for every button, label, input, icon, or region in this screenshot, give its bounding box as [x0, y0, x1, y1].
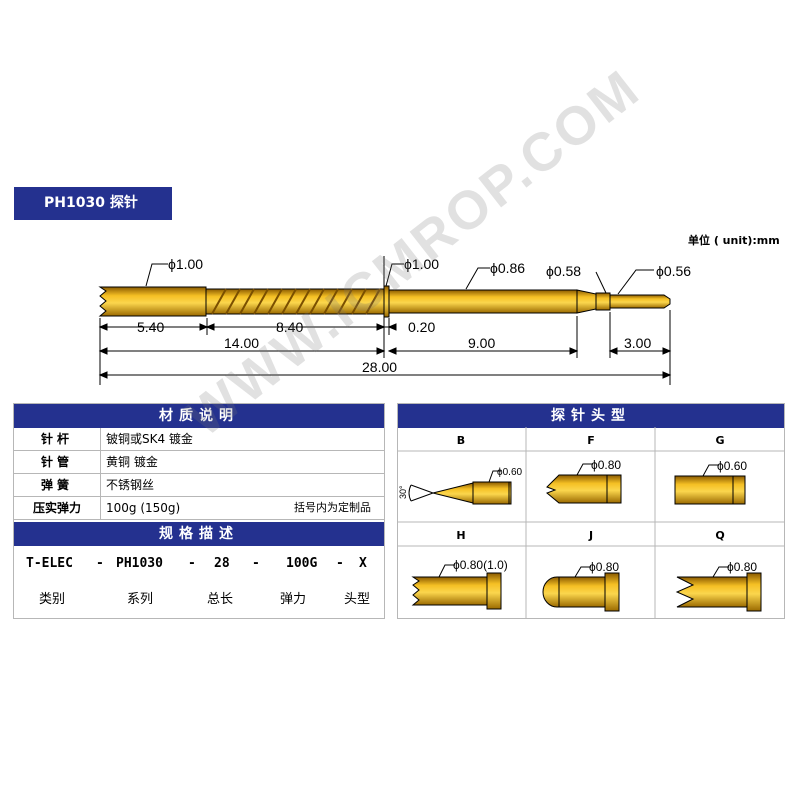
probe-tail — [98, 286, 207, 317]
spec-code-row: T-ELEC - PH1030 - 28 - 100G - X — [14, 556, 384, 576]
spec-caption: 弹力 — [280, 592, 307, 607]
tip-b-dim: ϕ0.60 — [497, 467, 523, 478]
material-note: 括号内为定制品 — [294, 501, 371, 514]
tip-label-h: H — [456, 529, 466, 542]
spec-code-series: PH1030 — [116, 556, 163, 571]
dim-8-40: 8.40 — [276, 319, 303, 335]
material-key: 针管 — [14, 451, 101, 473]
tips-drawing: 30° ϕ0.60 ϕ0.80 ϕ0.60 ϕ0.80(1.0) ϕ0.80 ϕ… — [397, 427, 785, 619]
dim-9-00: 9.00 — [468, 335, 495, 351]
material-panel: 材质说明 针杆 铍铜或SK4 镀金 针管 黄铜 镀金 弹簧 不锈钢丝 压实弹力 … — [13, 403, 385, 619]
dim-28-00: 28.00 — [362, 359, 397, 375]
tip-label-q: Q — [715, 529, 725, 542]
material-key: 弹簧 — [14, 474, 101, 496]
spec-caption: 类别 — [39, 592, 66, 607]
material-row: 弹簧 不锈钢丝 — [14, 474, 384, 497]
probe-drawing: ϕ1.00 ϕ1.00 ϕ0.86 ϕ0.58 ϕ0.56 5.40 8.40 … — [98, 256, 691, 385]
tip-j-dim: ϕ0.80 — [589, 560, 619, 574]
tip-h-dim: ϕ0.80(1.0) — [453, 558, 508, 572]
tips-title: 探针头型 — [398, 404, 784, 428]
material-row: 针管 黄铜 镀金 — [14, 451, 384, 474]
tip-g-dim: ϕ0.60 — [717, 459, 747, 473]
tip-label-b: B — [456, 434, 466, 447]
tip-f-shape — [546, 463, 622, 504]
tip-q-dim: ϕ0.80 — [727, 560, 757, 574]
material-value: 100g (150g) — [106, 501, 181, 515]
spec-dash: - — [96, 556, 104, 571]
spec-caption-row: 类别 系列 总长 弹力 头型 — [14, 588, 384, 608]
tip-h-shape — [411, 564, 502, 610]
spec-dash: - — [188, 556, 196, 571]
spec-dash: - — [252, 556, 260, 571]
material-value: 黄铜 镀金 — [106, 455, 158, 469]
spec-dash: - — [336, 556, 344, 571]
dim-dia-step: ϕ0.58 — [546, 263, 581, 279]
page-title: PH1030 探针 — [14, 187, 172, 220]
dim-dia-tip: ϕ0.56 — [656, 263, 691, 279]
probe-step-ring — [595, 292, 611, 311]
material-key: 针杆 — [14, 428, 101, 450]
dim-14-00: 14.00 — [224, 335, 259, 351]
tip-j-shape — [542, 566, 620, 612]
spec-caption: 总长 — [207, 592, 234, 607]
probe-tip — [609, 294, 671, 309]
spec-title: 规格描述 — [14, 522, 384, 546]
tip-f-dim: ϕ0.80 — [591, 458, 621, 472]
dim-dia-mid: ϕ1.00 — [404, 256, 439, 272]
material-key: 压实弹力 — [14, 497, 101, 519]
tip-label-j: J — [588, 529, 594, 542]
material-row: 压实弹力 100g (150g) 括号内为定制品 — [14, 497, 384, 520]
tip-b-angle: 30° — [398, 485, 408, 499]
material-value: 不锈钢丝 — [106, 478, 155, 492]
dim-dia-tail: ϕ1.00 — [168, 256, 203, 272]
tip-b-shape — [408, 470, 512, 505]
material-title: 材质说明 — [14, 404, 384, 428]
spec-code-tip: X — [359, 556, 367, 571]
tip-g-shape — [674, 464, 746, 505]
probe-step — [576, 289, 597, 314]
dim-5-40: 5.40 — [137, 319, 164, 335]
tip-label-g: G — [715, 434, 725, 447]
unit-label: 单位 ( unit):mm — [688, 234, 780, 247]
spec-code-force: 100G — [286, 556, 318, 571]
dim-dia-barrel: ϕ0.86 — [490, 260, 525, 276]
dim-3-00: 3.00 — [624, 335, 651, 351]
spec-caption: 头型 — [344, 592, 371, 607]
dim-0-20: 0.20 — [408, 319, 435, 335]
tip-q-shape — [675, 566, 762, 612]
probe-barrel — [388, 289, 578, 314]
spring-coils — [211, 288, 381, 315]
material-value: 铍铜或SK4 镀金 — [106, 432, 193, 446]
spec-code-type: T-ELEC — [26, 556, 73, 571]
tip-label-f: F — [587, 434, 595, 447]
spec-caption: 系列 — [127, 592, 154, 607]
spec-code-length: 28 — [214, 556, 230, 571]
material-row: 针杆 铍铜或SK4 镀金 — [14, 428, 384, 451]
